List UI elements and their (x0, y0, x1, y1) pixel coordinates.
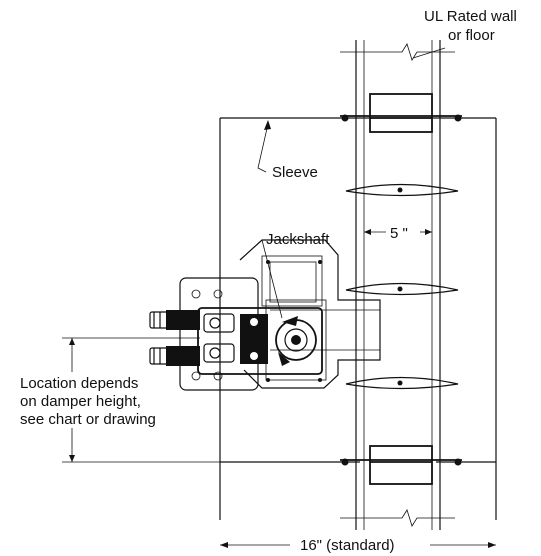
blade-spacing-label: 5 " (390, 225, 408, 242)
location-label-line1: Location depends (20, 375, 138, 392)
jackshaft-label: Jackshaft (266, 231, 330, 248)
jackshaft-assembly (239, 239, 381, 389)
sleeve-length-label: 16" (standard) (300, 537, 395, 554)
damper-blade (345, 376, 459, 390)
location-label-line3: see chart or drawing (20, 411, 156, 428)
damper-blade (345, 282, 459, 296)
actuator (149, 277, 323, 391)
wall-label-line2: or floor (448, 27, 495, 44)
blade-spacing-dimension (364, 229, 432, 235)
location-label-line2: on damper height, (20, 393, 141, 410)
sleeve-outline (219, 117, 497, 520)
damper-blades (345, 183, 459, 390)
damper-blade (345, 183, 459, 197)
wall-label-line1: UL Rated wall (424, 8, 517, 25)
retaining-angles (340, 93, 462, 485)
ul-rated-wall (340, 40, 455, 530)
location-dimension (62, 337, 220, 463)
sleeve-label: Sleeve (272, 164, 318, 181)
leader-lines (257, 47, 446, 319)
sleeve-length-dimension (220, 542, 496, 548)
